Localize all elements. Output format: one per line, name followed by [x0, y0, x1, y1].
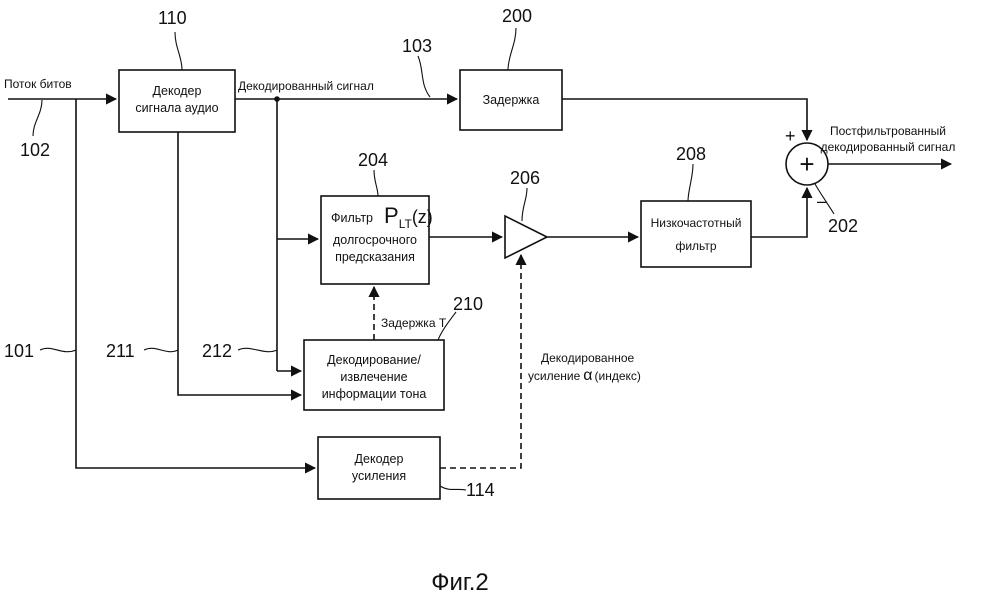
decoded-gain-label-1: Декодированное	[541, 351, 634, 365]
leader-208	[688, 164, 693, 201]
lowpass-label-2: фильтр	[675, 239, 716, 253]
lowpass-label-1: Низкочастотный	[651, 216, 742, 230]
ref-212: 212	[202, 341, 232, 361]
decoded-signal-label: Декодированный сигнал	[238, 79, 374, 93]
output-label-2: декодированный сигнал	[821, 140, 956, 154]
ref-200: 200	[502, 6, 532, 26]
lowpass-to-adder-arrow	[751, 188, 807, 237]
ref-206: 206	[510, 168, 540, 188]
ref-204: 204	[358, 150, 388, 170]
delay-block: Задержка	[460, 70, 562, 130]
leader-212	[238, 348, 277, 351]
plus-sign: +	[785, 126, 796, 146]
pitch-decoding-block: Декодирование/ извлечение информации тон…	[304, 340, 444, 410]
figure-caption: Фиг.2	[431, 569, 489, 596]
to-pitch-arrow-2	[178, 132, 301, 395]
to-gain-decoder-arrow	[76, 99, 315, 468]
decoded-gain-word: усиление	[528, 369, 581, 383]
minus-sign: –	[817, 191, 827, 211]
leader-204	[374, 170, 378, 196]
audio-decoder-label-2: сигнала аудио	[135, 101, 218, 115]
audio-decoder-label-1: Декодер	[153, 84, 202, 98]
leader-103	[418, 56, 430, 97]
leader-101	[40, 348, 76, 351]
leader-206	[522, 188, 527, 221]
gain-decoder-label-2: усиления	[352, 469, 406, 483]
ref-114: 114	[466, 480, 495, 500]
output-label-1: Постфильтрованный	[830, 124, 946, 138]
delay-to-adder-arrow	[562, 99, 807, 140]
leader-110	[175, 32, 182, 70]
bitstream-label: Поток битов	[4, 77, 72, 91]
decoded-gain-label-2: усилениеα(индекс)	[528, 367, 641, 384]
audio-decoder-block: Декодер сигнала аудио	[119, 70, 235, 132]
leader-114	[440, 486, 466, 490]
ref-202: 202	[828, 216, 858, 236]
ref-110: 110	[158, 8, 187, 28]
pitch-label-2: извлечение	[340, 370, 407, 384]
gain-decoder-block: Декодер усиления	[318, 437, 440, 499]
ltp-filter-prefix: Фильтр	[331, 211, 373, 225]
ltp-symbol-main: P	[384, 203, 399, 228]
pitch-label-3: информации тона	[322, 387, 427, 401]
lowpass-filter-block: Низкочастотный фильтр	[641, 201, 751, 267]
leader-211	[144, 348, 178, 351]
delay-t-label: Задержка Т	[381, 316, 447, 330]
gain-decoder-label-1: Декодер	[355, 452, 404, 466]
ref-211: 211	[106, 341, 135, 361]
ltp-symbol-sub: LT	[399, 217, 413, 231]
pitch-label-1: Декодирование/	[327, 353, 421, 367]
ref-208: 208	[676, 144, 706, 164]
decoded-gain-index: (индекс)	[595, 369, 641, 383]
adder-plus-symbol: +	[799, 149, 814, 179]
leader-200	[508, 28, 516, 70]
alpha-symbol: α	[583, 367, 592, 384]
ref-103: 103	[402, 36, 432, 56]
ltp-symbol-arg: (z)	[412, 207, 433, 227]
ltp-filter-block: Фильтр PLT(z) долгосрочного предсказания	[321, 196, 433, 284]
ref-101: 101	[4, 341, 34, 361]
amplifier-triangle	[505, 216, 547, 258]
ltp-filter-line-1: долгосрочного	[333, 233, 417, 247]
ref-210: 210	[453, 294, 483, 314]
ltp-filter-line-2: предсказания	[335, 250, 415, 264]
gain-to-amp-dashed-arrow	[440, 255, 521, 468]
leader-102	[33, 100, 42, 136]
ref-102: 102	[20, 140, 50, 160]
delay-block-label: Задержка	[483, 93, 540, 107]
